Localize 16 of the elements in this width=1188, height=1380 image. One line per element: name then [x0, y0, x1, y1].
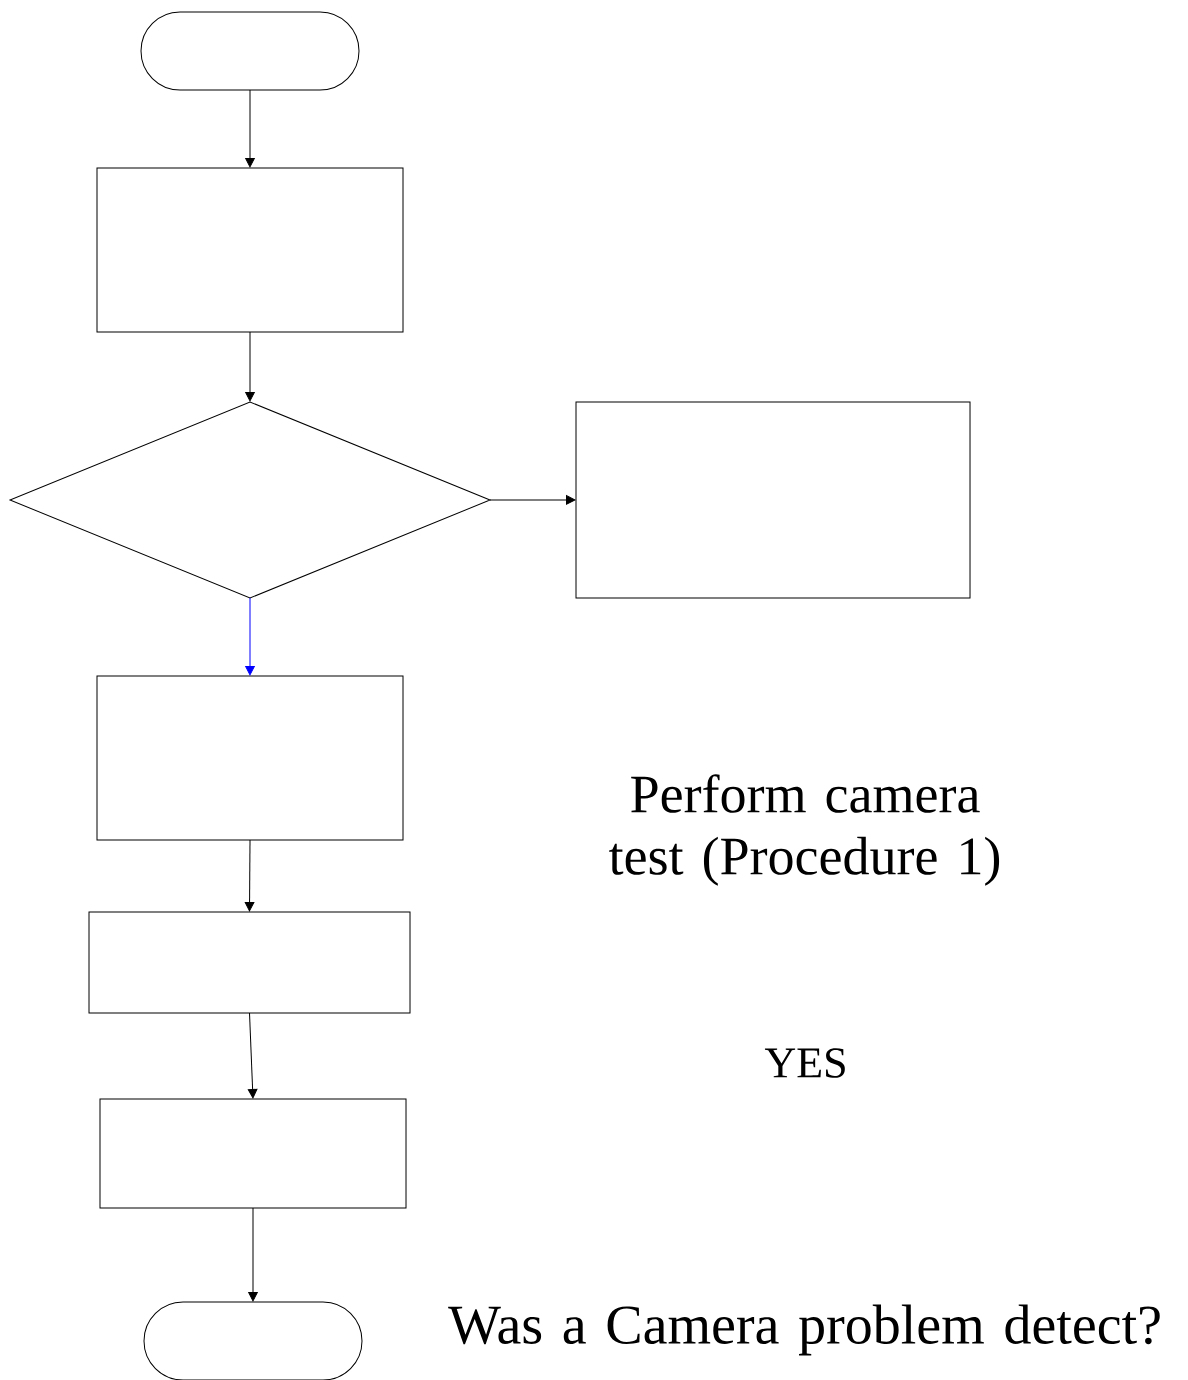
arrow [247, 1012, 258, 1099]
decision-diamond [9, 401, 491, 599]
arrow [245, 597, 255, 676]
note-text: Perform camera test (Procedure 1) [609, 774, 1000, 886]
process-box [99, 1098, 407, 1209]
note-text: YES [764, 1048, 845, 1078]
process-box [88, 911, 411, 1014]
arrow [489, 495, 576, 505]
arrow [245, 331, 255, 402]
note-text: Was a Camera problem detect? [448, 1304, 1160, 1356]
process-box [96, 675, 404, 841]
arrow [244, 839, 255, 912]
process-box [96, 167, 404, 333]
process-box [575, 401, 971, 599]
arrow [245, 89, 255, 168]
arrow [248, 1207, 258, 1302]
